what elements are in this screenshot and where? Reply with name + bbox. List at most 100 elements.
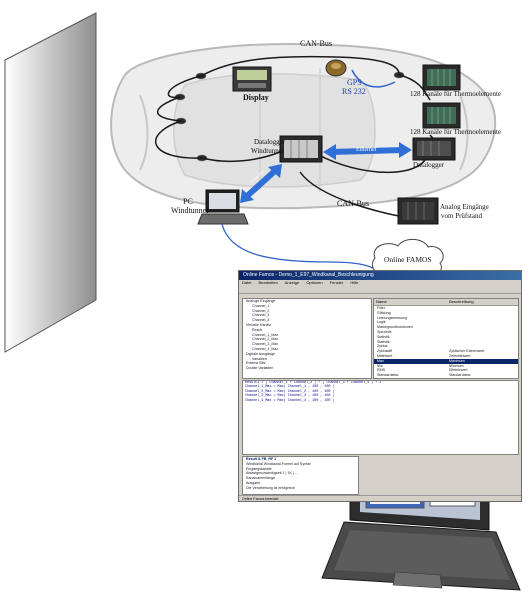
function-name: Min bbox=[377, 363, 383, 368]
function-description: Zeitmittelwert bbox=[449, 353, 471, 358]
status-text: Online Famos beendet bbox=[242, 497, 279, 501]
function-description: Standardabw. bbox=[449, 373, 471, 378]
header-name[interactable]: Name bbox=[376, 299, 387, 304]
tree-item[interactable]: Channel_2 bbox=[252, 308, 270, 313]
function-list-item[interactable]: Statistik bbox=[374, 340, 518, 345]
function-list-item[interactable]: Max Maximum bbox=[374, 358, 518, 364]
function-list-item[interactable]: Standardabw. Standardabw. bbox=[374, 373, 518, 378]
thermo-module-2 bbox=[422, 102, 461, 129]
tree-item[interactable]: Channel_3 bbox=[252, 313, 270, 318]
tree-item[interactable]: Channel_2_Max bbox=[252, 337, 279, 342]
tree-item[interactable]: Channel_1 bbox=[252, 303, 270, 308]
function-list-item[interactable]: Glättung bbox=[374, 311, 518, 316]
tree-item[interactable]: Analoge Eingänge bbox=[246, 299, 276, 303]
function-list-item[interactable]: Leistungsmessung bbox=[374, 316, 518, 321]
code-line: Channel_1_Max = Max( Channel_1 , 100 , 1… bbox=[245, 385, 335, 390]
tree-item[interactable]: Channel_3_Max bbox=[252, 342, 279, 347]
menu-item-hilfe[interactable]: Hilfe bbox=[350, 280, 359, 285]
label-datalogger-right: Datalogger bbox=[413, 161, 445, 169]
function-list-item[interactable]: Statistik bbox=[374, 335, 518, 340]
famos-window: Online Famos - Demo_1_E97_Windkanal_Besc… bbox=[238, 270, 522, 502]
car-body bbox=[110, 43, 497, 210]
label-online-famos: Online FAMOS bbox=[384, 255, 432, 264]
function-list-item[interactable]: SummeSumme bbox=[374, 378, 518, 379]
label-datalogger-windtunnel-2: Windtunnel bbox=[251, 147, 284, 155]
function-description: Minimum bbox=[449, 363, 464, 368]
function-name: Logik bbox=[377, 320, 386, 325]
label-pc-windtunnel: Windtunnel bbox=[171, 206, 209, 215]
function-name: Zyklusdiff bbox=[377, 349, 393, 354]
function-name: Statistik bbox=[377, 334, 390, 339]
menu-item-optionen[interactable]: Optionen bbox=[306, 280, 323, 285]
label-analog-inputs: Analog Eingänge bbox=[440, 203, 489, 211]
tree-item[interactable]: Variablen bbox=[252, 356, 267, 361]
output-line: Die Verarbeitung ist erfolgreich bbox=[246, 485, 296, 490]
function-name: Mathegrundfunktionen bbox=[377, 325, 413, 330]
tree-item[interactable]: Channel_4_Max bbox=[252, 346, 279, 351]
code-line: Channel_4_Max = Max( Channel_4 , 100 , 1… bbox=[245, 398, 335, 403]
function-name: Filter bbox=[377, 306, 385, 310]
label-analog-inputs-2: vom Prüfstand bbox=[441, 212, 483, 220]
tree-item[interactable]: Virtuelle Kanäle bbox=[246, 322, 272, 327]
function-list-item[interactable]: Logik bbox=[374, 320, 518, 325]
function-list-item[interactable]: Filter bbox=[374, 306, 518, 311]
label-gps-rs232: RS 232 bbox=[342, 87, 366, 96]
function-description: Maximum bbox=[449, 358, 465, 363]
thermo-module-1 bbox=[422, 64, 461, 91]
famos-toolbar bbox=[239, 286, 521, 294]
function-list-item[interactable]: Min Minimum bbox=[374, 364, 518, 369]
datalogger-windtunnel-module bbox=[279, 135, 323, 163]
wind-tunnel-wall bbox=[4, 12, 97, 353]
tree-item[interactable]: Externe Bits bbox=[246, 361, 266, 366]
menu-item-fenster[interactable]: Fenster bbox=[329, 280, 344, 285]
label-can-bus-bottom: CAN-Bus bbox=[337, 199, 370, 208]
function-name: Summe bbox=[377, 378, 449, 379]
tree-item[interactable]: Result bbox=[252, 327, 263, 332]
tree-item[interactable]: Channel_4 bbox=[252, 318, 270, 323]
function-list-header: Name Beschreibung bbox=[374, 299, 518, 306]
menu-item-datei[interactable]: Datei bbox=[242, 280, 252, 285]
tree-item[interactable]: Digitale Ausgänge bbox=[246, 351, 275, 356]
ethernet-arrow-car bbox=[323, 142, 412, 160]
function-name: RMS bbox=[377, 368, 385, 373]
famos-title-bar[interactable]: Online Famos - Demo_1_E97_Windkanal_Besc… bbox=[239, 271, 521, 280]
function-list-item[interactable]: Zyklusdiff Zyklischer Extremwert bbox=[374, 349, 518, 354]
display-device bbox=[232, 66, 272, 92]
menu-item-bearbeiten[interactable]: Bearbeiten bbox=[258, 280, 278, 285]
menu-item-anzeige[interactable]: Anzeige bbox=[284, 280, 300, 285]
function-name: Max bbox=[377, 358, 384, 363]
datalogger-right-module bbox=[412, 137, 456, 161]
channel-tree: Analoge Eingänge Channel_1 Channel_2 Cha… bbox=[242, 298, 372, 379]
output-line: Ausgabe bbox=[246, 480, 261, 485]
label-datalogger-windtunnel: Datalogger bbox=[254, 138, 286, 146]
function-description: Summe bbox=[449, 378, 461, 379]
function-name: Mittelwert bbox=[377, 353, 393, 358]
formula-editor[interactable]: Result1 = ( Channel_1 + Channel_2 ) * ( … bbox=[242, 380, 519, 455]
tree-item[interactable]: Double Variablen bbox=[246, 366, 274, 371]
output-line: Abtastgeschwindigkeit 1 | 1K | ... bbox=[246, 471, 298, 476]
status-bar: Online Famos beendet bbox=[239, 495, 521, 501]
function-list-item[interactable]: Mittelwert Zeitmittelwert bbox=[374, 354, 518, 359]
label-thermo-1: 128 Kanäle für Thermoelemente bbox=[410, 90, 502, 98]
ethernet-arrow-pc bbox=[240, 164, 282, 203]
header-description[interactable]: Beschreibung bbox=[449, 299, 474, 304]
output-line: Result & FB_RF 1 bbox=[246, 457, 277, 461]
label-thermo-2: 128 Kanäle für Thermoelemente bbox=[410, 128, 502, 136]
function-list-item[interactable]: Mathegrundfunktionen bbox=[374, 325, 518, 330]
code-line: Channel_2_Max = Max( Channel_2 , 100 , 1… bbox=[245, 389, 335, 394]
function-name: Statistik bbox=[377, 339, 390, 344]
function-description: Zyklischer Extremwert bbox=[449, 349, 485, 354]
function-list-item[interactable]: Zyklus bbox=[374, 344, 518, 349]
tree-item[interactable]: Channel_1_Max bbox=[252, 332, 279, 337]
gps-antenna bbox=[325, 59, 347, 77]
function-name: Leistungsmessung bbox=[377, 315, 407, 320]
function-list-item[interactable]: Spezielle bbox=[374, 330, 518, 335]
famos-menu-bar: Datei Bearbeiten Anzeige Optionen Fenste… bbox=[239, 280, 521, 286]
pc-windtunnel-laptop bbox=[197, 189, 249, 225]
function-name: Standardabw. bbox=[377, 373, 399, 378]
label-gps: GPS bbox=[347, 78, 362, 87]
pc-famos-link bbox=[221, 223, 383, 276]
label-ethernet-car: Ethernet bbox=[356, 147, 377, 153]
